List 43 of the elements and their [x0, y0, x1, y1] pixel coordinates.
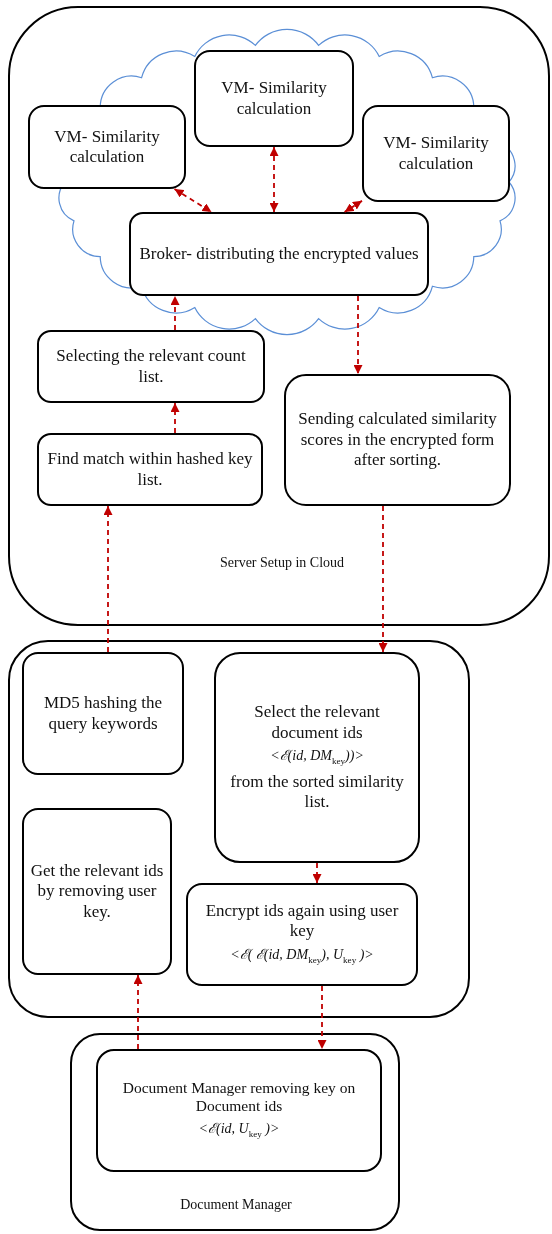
box-text: MD5 hashing the query keywords [42, 693, 163, 734]
arrow [312, 862, 322, 884]
box-text: Get the relevant ids by removing user key. [29, 860, 165, 923]
box-text: Encrypt ids again using user key [204, 900, 400, 942]
box-text: VM- Similarity calculation [53, 126, 161, 168]
box-text: Sending calculated similarity scores in the encrypted form after sorting. [297, 409, 498, 471]
formula-text: <ℰ( ℰ(id, DM$_{key}$), U$_{key}$ )> [230, 946, 374, 966]
arrow [103, 505, 113, 653]
box-text: from the sorted similarity list. [229, 771, 405, 813]
formula-text: <ℰ(id, U$_{key}$ )> [198, 1120, 280, 1140]
process-box [362, 105, 510, 202]
group-container [8, 640, 470, 1018]
arrow [173, 188, 213, 213]
arrow [269, 146, 279, 213]
box-text: Document Manager removing key on Document ids [121, 1078, 357, 1116]
box-text: Broker- distributing the encrypted values [139, 243, 419, 265]
process-box [37, 330, 265, 403]
container-label: Document Manager [180, 1197, 292, 1214]
box-text: Selecting the relevant count list. [55, 346, 247, 387]
arrow [317, 985, 327, 1050]
arrow [133, 974, 143, 1050]
box-text: Find match within hashed key list. [46, 449, 254, 490]
formula-text: <ℰ(id, DM$_{key}$))> [270, 748, 364, 767]
group-container [70, 1033, 400, 1231]
process-box [186, 883, 418, 986]
process-box [37, 433, 263, 506]
box-text: VM- Similarity calculation [220, 78, 328, 119]
arrow [378, 505, 388, 653]
process-box [129, 212, 429, 296]
process-box [22, 652, 184, 775]
process-box [96, 1049, 382, 1172]
box-text: Select the relevant document ids [253, 702, 381, 744]
box-text: VM- Similarity calculation [382, 133, 490, 174]
process-box [22, 808, 172, 975]
arrow [353, 295, 363, 375]
process-box [194, 50, 354, 147]
container-label: Server Setup in Cloud [220, 555, 344, 572]
arrow [170, 402, 180, 434]
process-box [214, 652, 420, 863]
process-box [28, 105, 186, 189]
process-box [284, 374, 511, 506]
arrow [343, 199, 363, 213]
group-container [8, 6, 550, 626]
